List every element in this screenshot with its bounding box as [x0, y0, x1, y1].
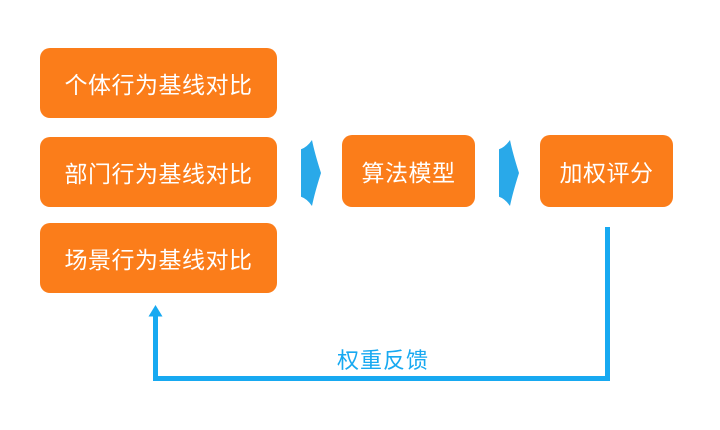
- flow-arrow-right-icon: [499, 139, 519, 207]
- feedback-arrowhead-icon: [148, 305, 163, 317]
- flow-arrow-right-icon: [301, 139, 321, 207]
- node-weighted-score: 加权评分: [540, 135, 673, 207]
- node-individual-baseline: 个体行为基线对比: [40, 48, 277, 118]
- feedback-label: 权重反馈: [337, 348, 430, 373]
- node-department-baseline: 部门行为基线对比: [40, 137, 277, 207]
- flow-arrow-right-shape: [499, 139, 519, 207]
- flow-arrow-right-shape: [301, 139, 321, 207]
- node-algorithm-model: 算法模型: [342, 135, 475, 207]
- node-scene-baseline: 场景行为基线对比: [40, 223, 277, 293]
